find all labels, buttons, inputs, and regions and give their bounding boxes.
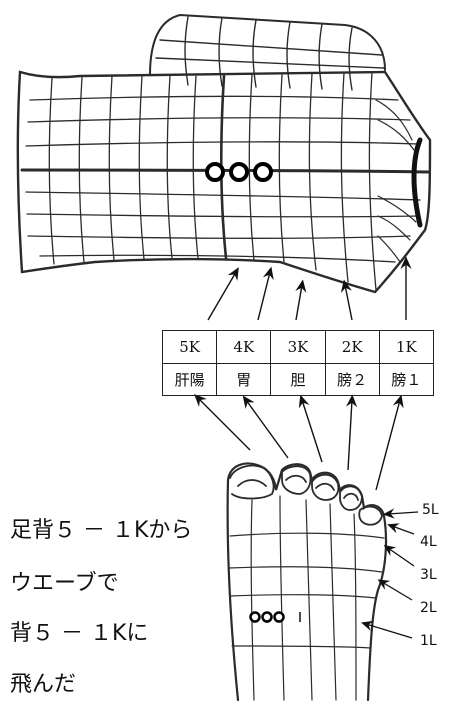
arrow-foot-2 [346, 394, 358, 471]
foot-point-marker [249, 611, 261, 623]
foot-figure [226, 462, 388, 702]
arrow-5k-up [207, 267, 239, 321]
arrow-5l [382, 508, 419, 519]
spine-line [20, 168, 430, 174]
arrow-2l [377, 579, 413, 601]
foot-label-3l: 3L [420, 567, 437, 583]
toe-2 [281, 465, 312, 495]
organ-cell: 膀１ [378, 362, 435, 396]
arrow-3k-up [295, 279, 307, 321]
organ-cell: 胆 [270, 362, 326, 396]
back-point-marker [253, 162, 273, 182]
arrows-to-back [207, 256, 412, 321]
toe-5 [358, 505, 383, 526]
back-point-marker [229, 162, 249, 182]
caption-line-3: 背５ － １Kに [10, 621, 149, 646]
arrow-4l [387, 523, 415, 535]
arrow-foot-4 [242, 395, 289, 459]
big-toe [229, 464, 275, 500]
organ-cell: 胃 [216, 362, 272, 396]
caption-line-2: ウエーブで [10, 571, 119, 596]
torso-outline [16, 70, 432, 294]
foot-vertical-lines [250, 495, 357, 701]
organ-cell: 膀２ [324, 362, 380, 396]
foot-label-1l: 1L [420, 633, 437, 649]
organ-cell: 肝陽 [161, 362, 218, 396]
arrow-foot-5 [194, 394, 251, 451]
foot-label-arrows [361, 508, 419, 639]
back-point-marker [205, 162, 225, 182]
code-cell: 4K [216, 330, 272, 364]
arrow-foot-1 [375, 394, 404, 491]
arrow-2k-up [340, 279, 353, 321]
neck-section [149, 13, 386, 91]
back-grid-figure [16, 13, 432, 294]
foot-label-4l: 4L [420, 534, 437, 550]
arrow-3l [383, 545, 415, 567]
foot-point-marker [273, 611, 285, 623]
code-cell: 3K [270, 330, 326, 364]
toe-4 [339, 485, 363, 511]
foot-horizontal-lines [228, 532, 385, 649]
organ-row: 肝陽 胃 胆 膀２ 膀１ [161, 362, 435, 396]
caption-line-1: 足背５ － １Kから [10, 518, 193, 543]
back-point-markers [205, 162, 273, 182]
torso-right-edge [411, 137, 423, 228]
meridian-table: 5K 4K 3K 2K 1K 肝陽 胃 胆 膀２ 膀１ [161, 330, 435, 396]
code-cell: 1K [378, 330, 435, 364]
foot-point-marker [261, 611, 273, 623]
arrow-1l [361, 620, 413, 639]
caption-line-4: 飛んだ [10, 672, 77, 697]
code-row: 5K 4K 3K 2K 1K [161, 330, 435, 364]
code-cell: 2K [324, 330, 380, 364]
foot-label-5l: 5L [422, 502, 439, 518]
arrow-foot-3 [298, 394, 323, 463]
foot-point-markers [249, 611, 285, 623]
foot-outline [226, 462, 388, 702]
arrow-4k-up [257, 266, 274, 321]
code-cell: 5K [161, 330, 218, 364]
torso-right-fan [375, 99, 417, 263]
foot-label-2l: 2L [420, 600, 437, 616]
toe-3 [311, 473, 340, 501]
torso-vertical-lines [48, 71, 377, 291]
arrows-from-foot [194, 394, 404, 491]
